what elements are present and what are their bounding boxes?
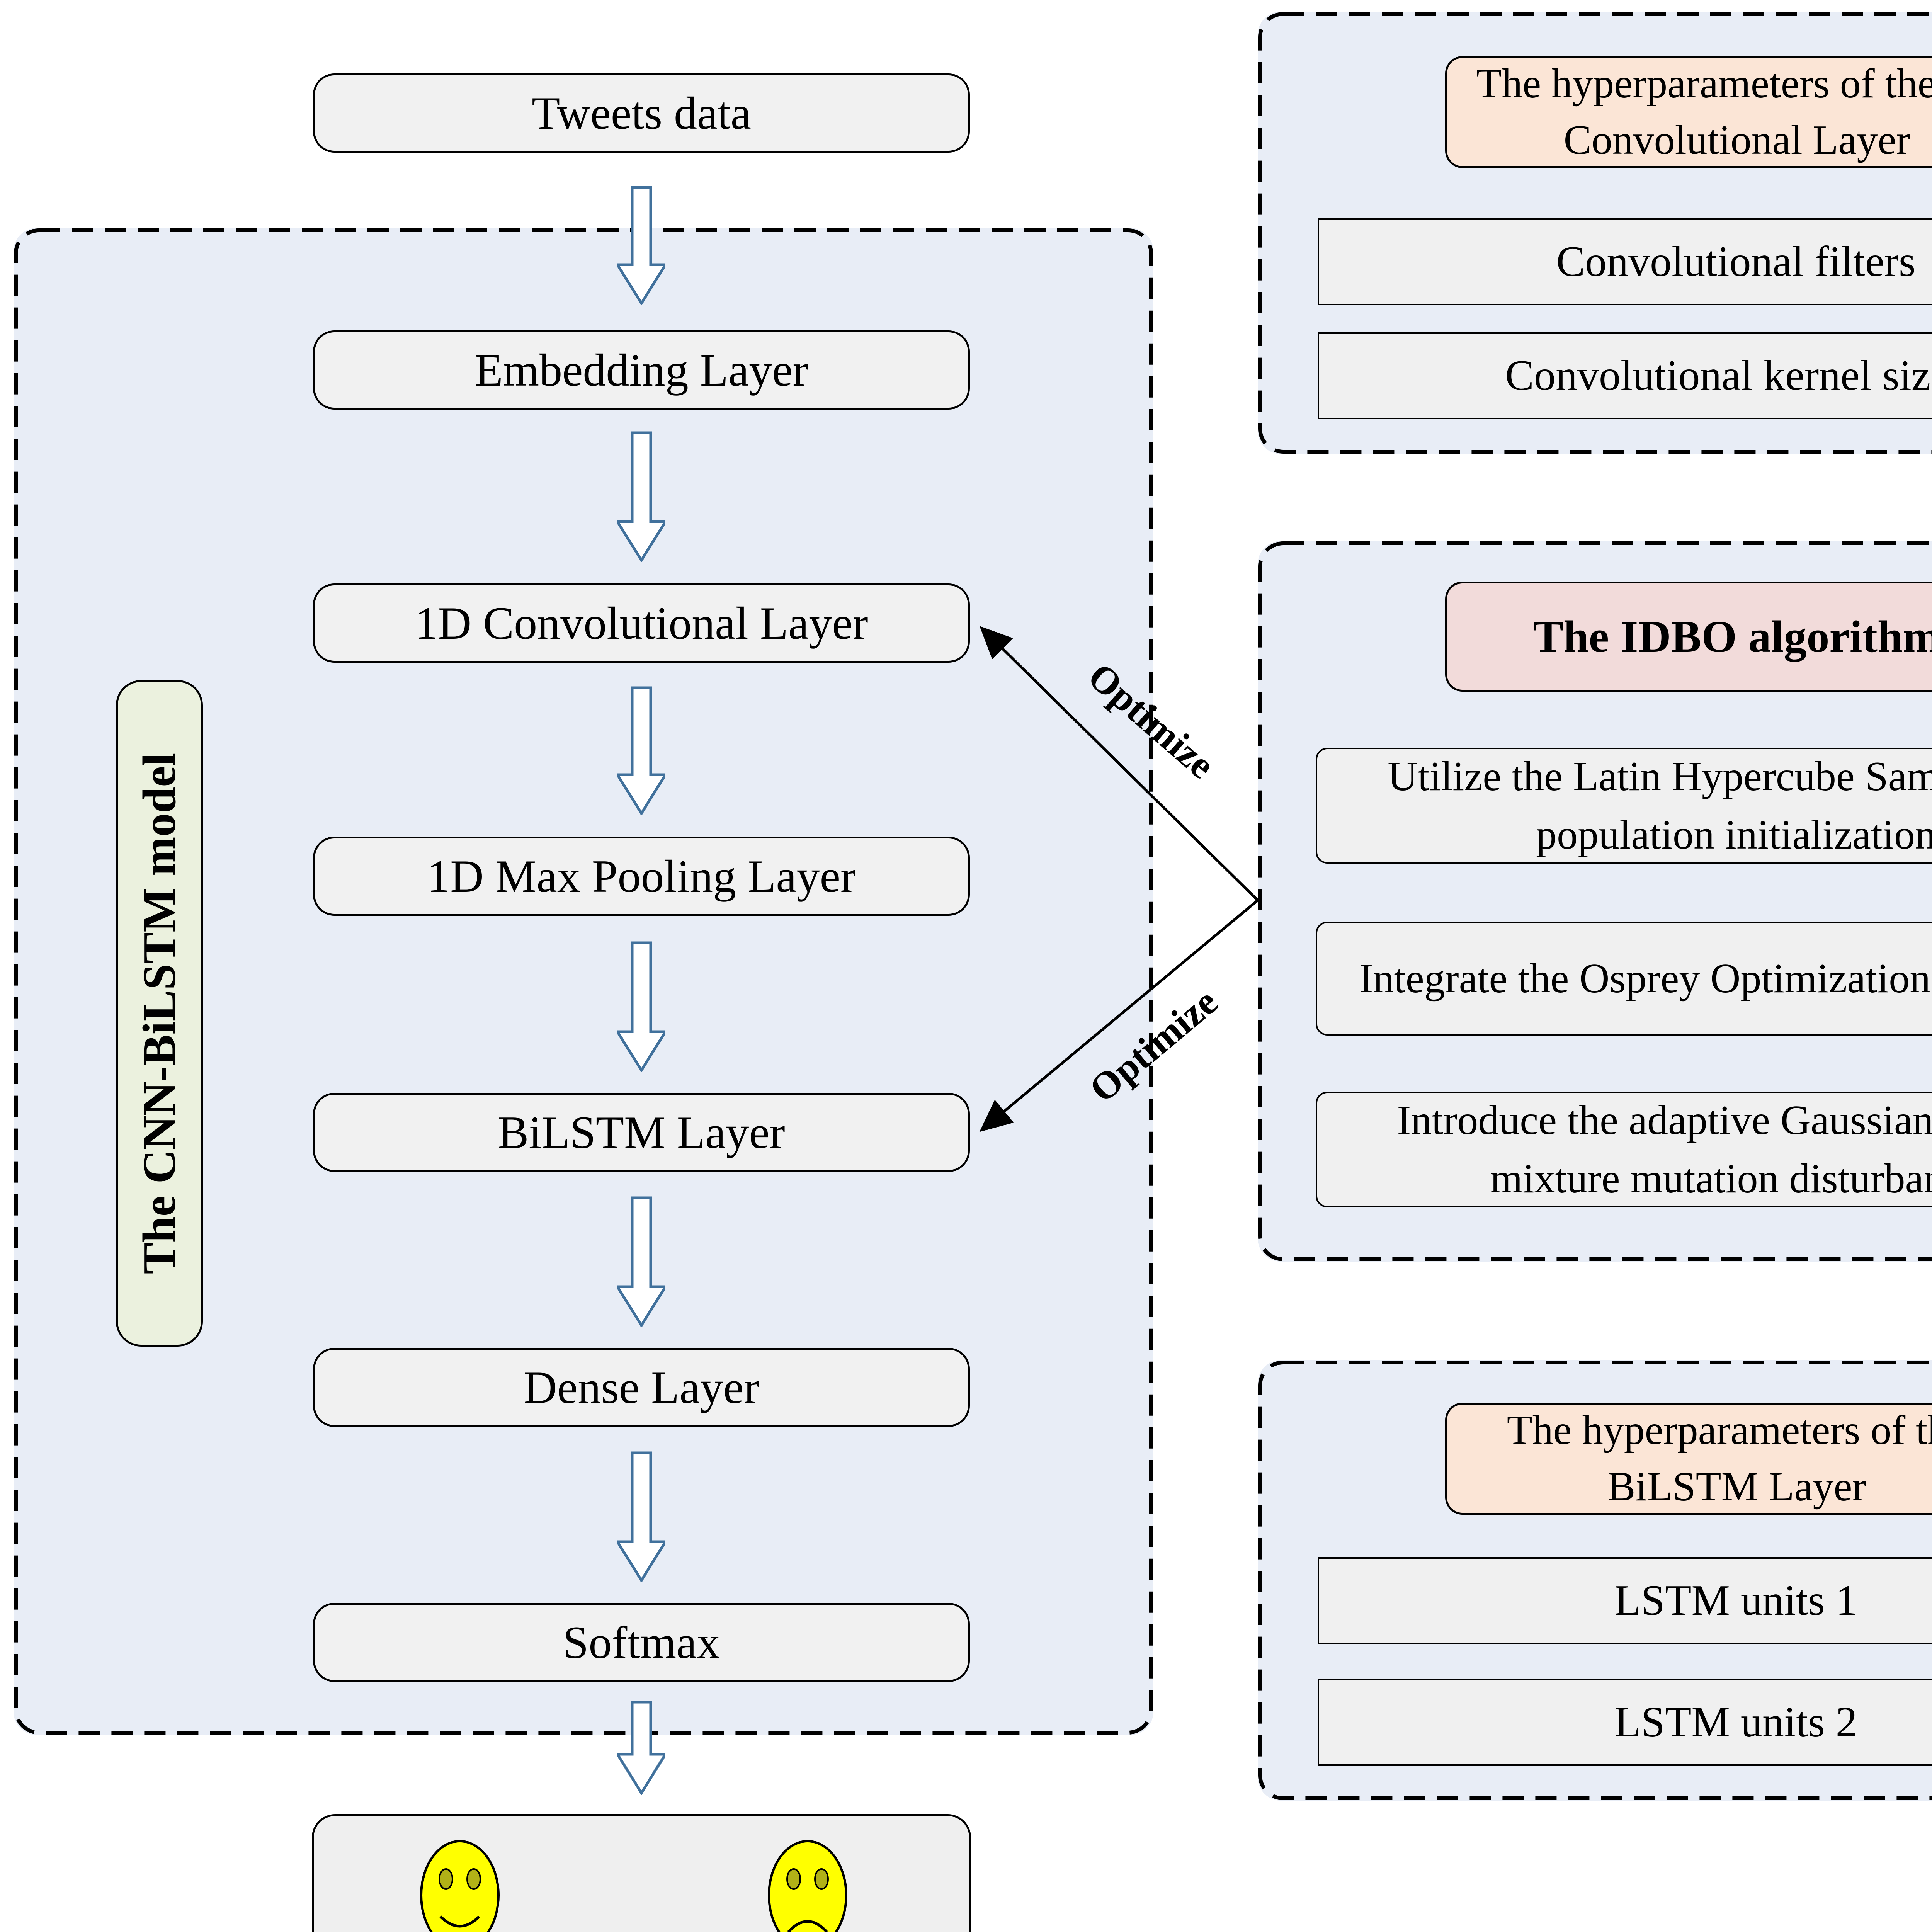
dashed-border: [1258, 12, 1932, 454]
conv-filters-row: Convolutional filters: [1318, 218, 1932, 305]
cnn-bilstm-panel: [14, 228, 1153, 1735]
lstm-units-1-row: LSTM units 1: [1318, 1557, 1932, 1644]
node-label: 1D Convolutional Layer: [415, 597, 868, 649]
down-arrow-icon: [617, 686, 665, 815]
down-arrow-icon: [617, 431, 665, 562]
sad-face-icon: [768, 1840, 847, 1932]
row-label: LSTM units 2: [1614, 1698, 1857, 1746]
node-tweets-data: Tweets data: [313, 73, 970, 153]
idbo-item-lhs: Utilize the Latin Hypercube Sampling for…: [1316, 748, 1932, 864]
down-arrow-icon: [617, 186, 665, 305]
down-arrow-icon: [617, 1701, 665, 1795]
optimize-arrow-to-bilstm: [979, 899, 1259, 1132]
node-maxpool-layer: 1D Max Pooling Layer: [313, 837, 970, 916]
node-conv1d-layer: 1D Convolutional Layer: [313, 583, 970, 663]
node-label: Tweets data: [531, 87, 751, 139]
node-label: BiLSTM Layer: [498, 1106, 785, 1158]
idbo-item-mutation: Introduce the adaptive Gaussian-Cauchy m…: [1316, 1092, 1932, 1208]
node-softmax: Softmax: [313, 1603, 970, 1682]
dashed-border: [1258, 541, 1932, 1261]
down-arrow-icon: [617, 941, 665, 1072]
model-label-box: The CNN-BiLSTM model: [116, 680, 203, 1347]
node-embedding-layer: Embedding Layer: [313, 330, 970, 410]
dashed-border: [1258, 1361, 1932, 1800]
row-label: Convolutional kernel sizes: [1505, 352, 1932, 400]
node-dense-layer: Dense Layer: [313, 1348, 970, 1427]
idbo-title: The IDBO algorithm: [1445, 582, 1932, 692]
item-label: Introduce the adaptive Gaussian-Cauchy m…: [1397, 1097, 1932, 1202]
node-label: Embedding Layer: [474, 344, 808, 396]
down-arrow-icon: [617, 1196, 665, 1327]
item-label: Integrate the Osprey Optimization Algori…: [1359, 955, 1932, 1002]
lstm-units-2-row: LSTM units 2: [1318, 1679, 1932, 1766]
sentiment-output-box: [312, 1814, 971, 1932]
bilstm-hyperparams-title: The hyperparameters of the BiLSTM Layer: [1445, 1403, 1932, 1515]
idbo-item-osprey: Integrate the Osprey Optimization Algori…: [1316, 922, 1932, 1036]
node-bilstm-layer: BiLSTM Layer: [313, 1093, 970, 1172]
happy-face-icon: [420, 1840, 500, 1932]
item-label: Utilize the Latin Hypercube Sampling for…: [1388, 753, 1932, 858]
down-arrow-icon: [617, 1451, 665, 1582]
conv-kernel-sizes-row: Convolutional kernel sizes: [1318, 332, 1932, 419]
conv-hyperparams-title: The hyperparameters of the 1D Convolutio…: [1445, 56, 1932, 168]
optimize-arrow-to-conv: [980, 626, 1259, 901]
node-label: 1D Max Pooling Layer: [427, 850, 856, 902]
node-label: Softmax: [563, 1616, 720, 1668]
dashed-border: [14, 228, 1153, 1735]
row-label: Convolutional filters: [1556, 238, 1916, 286]
row-label: LSTM units 1: [1614, 1577, 1857, 1624]
node-label: Dense Layer: [524, 1361, 759, 1413]
